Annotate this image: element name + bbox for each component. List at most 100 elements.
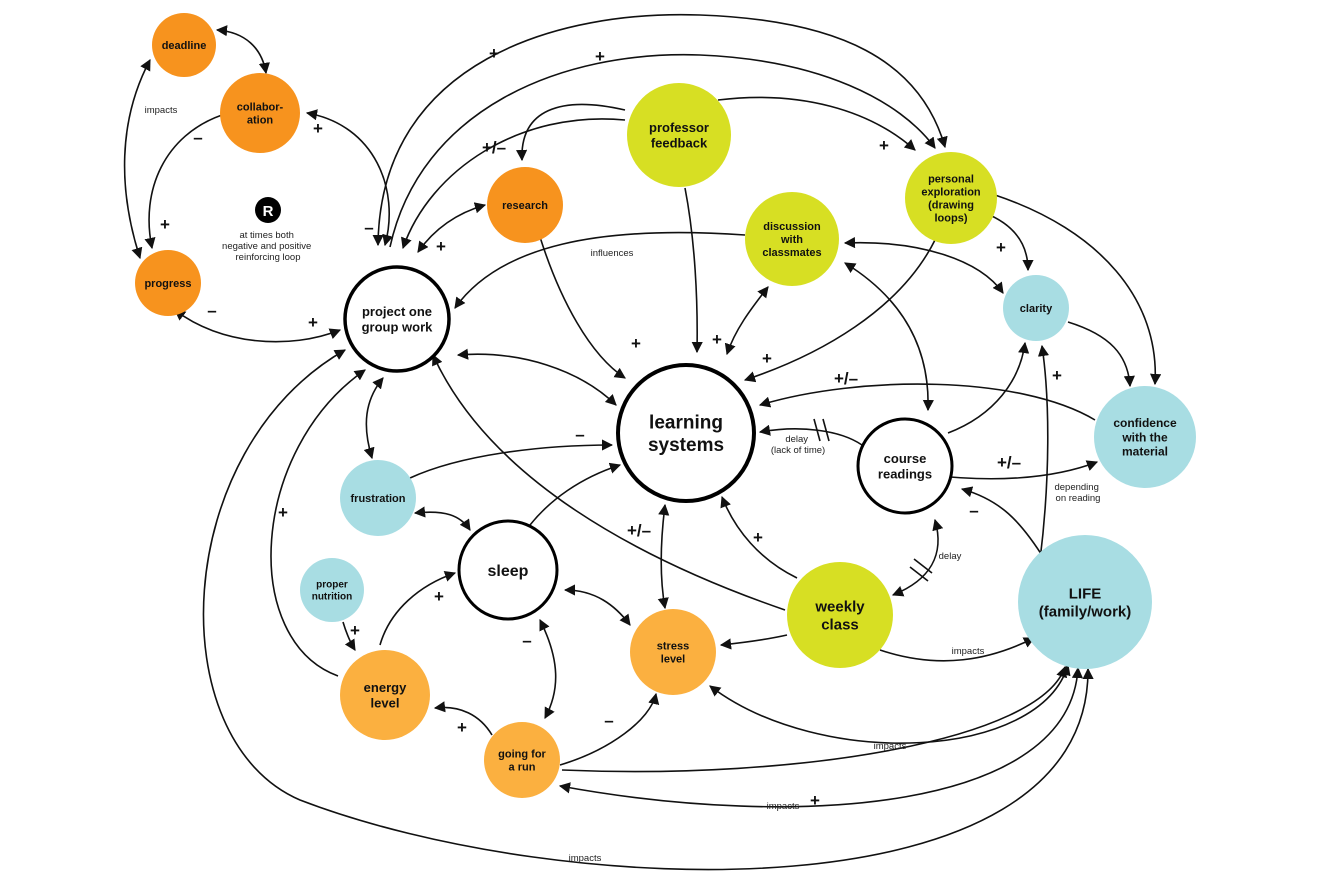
node-circle — [484, 722, 560, 798]
edge-weekly-stress — [719, 634, 788, 650]
node-label: progress — [144, 278, 191, 290]
edge-professor-learning — [684, 187, 703, 354]
label-impacts-stress: impacts — [874, 741, 907, 752]
node-circle — [616, 363, 756, 503]
edge-life-readings — [960, 486, 1046, 561]
node-circle — [135, 250, 201, 316]
sign: + — [996, 238, 1006, 257]
node-circle — [340, 650, 430, 740]
node-research: research — [487, 167, 563, 243]
edge-project-exploration-outer — [372, 13, 948, 247]
node-circle — [300, 558, 364, 622]
edge-discussion-learning — [724, 286, 769, 356]
delay-mark-1a — [813, 418, 821, 442]
edge-professor-research — [516, 103, 626, 162]
node-circle — [787, 562, 893, 668]
edge-sleep-learning — [529, 462, 622, 526]
node-label: frustration — [351, 493, 406, 505]
edge-professor-project — [401, 118, 626, 250]
node-circle — [457, 519, 559, 621]
badge-circle — [255, 197, 281, 223]
node-frustration: frustration — [340, 460, 416, 536]
label-delay: delay — [939, 551, 962, 562]
label-impacts-run: impacts — [767, 801, 800, 812]
edge-life-stress — [709, 663, 1071, 744]
node-circle — [630, 609, 716, 695]
sign: + — [457, 718, 467, 737]
node-label: collabor-ation — [237, 101, 284, 126]
nodes: deadline collabor-ation progress researc… — [135, 13, 1196, 798]
delay-mark-1b — [822, 418, 830, 442]
label-delay-lack: delay (lack of time) — [771, 434, 825, 456]
reinforcing-loop-badge: R at times both negative and positive re… — [222, 197, 314, 263]
sign: + — [595, 47, 605, 66]
delay-mark-2a — [913, 558, 933, 574]
node-circle — [340, 460, 416, 536]
label-influences: influences — [591, 248, 634, 259]
edge-run-energy — [433, 701, 493, 736]
edge-progress-project — [174, 309, 342, 343]
label-impacts-bottom: impacts — [569, 853, 602, 864]
sign: + — [810, 791, 820, 810]
edge-exploration-confidence — [994, 194, 1162, 386]
sign: – — [969, 501, 978, 520]
sign: – — [575, 425, 584, 444]
edge-exploration-clarity — [984, 212, 1034, 272]
sign: + — [631, 334, 641, 353]
sign: + — [350, 621, 360, 640]
node-label: clarity — [1020, 303, 1053, 315]
edge-life-clarity — [1037, 344, 1050, 561]
label-impacts-weekly: impacts — [952, 646, 985, 657]
edge-project-exploration-inner — [389, 53, 936, 248]
edges — [123, 13, 1162, 871]
edge-sleep-run — [539, 618, 557, 719]
sign: +/– — [997, 453, 1021, 472]
sign: + — [712, 330, 722, 349]
edge-frustration-sleep — [413, 506, 471, 531]
edge-learning-stress — [657, 503, 670, 610]
reinforcing-caption: at times both negative and positive rein… — [222, 230, 314, 263]
node-progress: progress — [135, 250, 201, 316]
node-label: research — [502, 200, 548, 212]
sign: +/– — [834, 369, 858, 388]
edge-deadline-progress — [123, 59, 151, 260]
polarity-signs: + + – + +/– + + – + + – + + + + + +/– – … — [160, 44, 1062, 810]
node-circle — [627, 83, 731, 187]
sign: + — [879, 136, 889, 155]
edge-deadline-collaboration — [215, 25, 270, 75]
node-clarity: clarity — [1003, 275, 1069, 341]
node-circle — [856, 417, 954, 515]
edge-discussion-clarity — [843, 237, 1004, 294]
node-circle — [1018, 535, 1152, 669]
sign: + — [313, 119, 323, 138]
edge-run-learning — [561, 665, 1068, 773]
node-label: LIFE(family/work) — [1039, 586, 1132, 621]
node-circle — [745, 192, 839, 286]
sign: + — [434, 587, 444, 606]
label-impacts-deadline: impacts — [145, 105, 178, 116]
node-life: LIFE(family/work) — [1018, 535, 1152, 669]
node-circle — [1094, 386, 1196, 488]
edge-frustration-learning — [409, 439, 614, 479]
sign: + — [160, 215, 170, 234]
badge-letter: R — [263, 203, 274, 220]
edge-life-run — [558, 666, 1084, 808]
